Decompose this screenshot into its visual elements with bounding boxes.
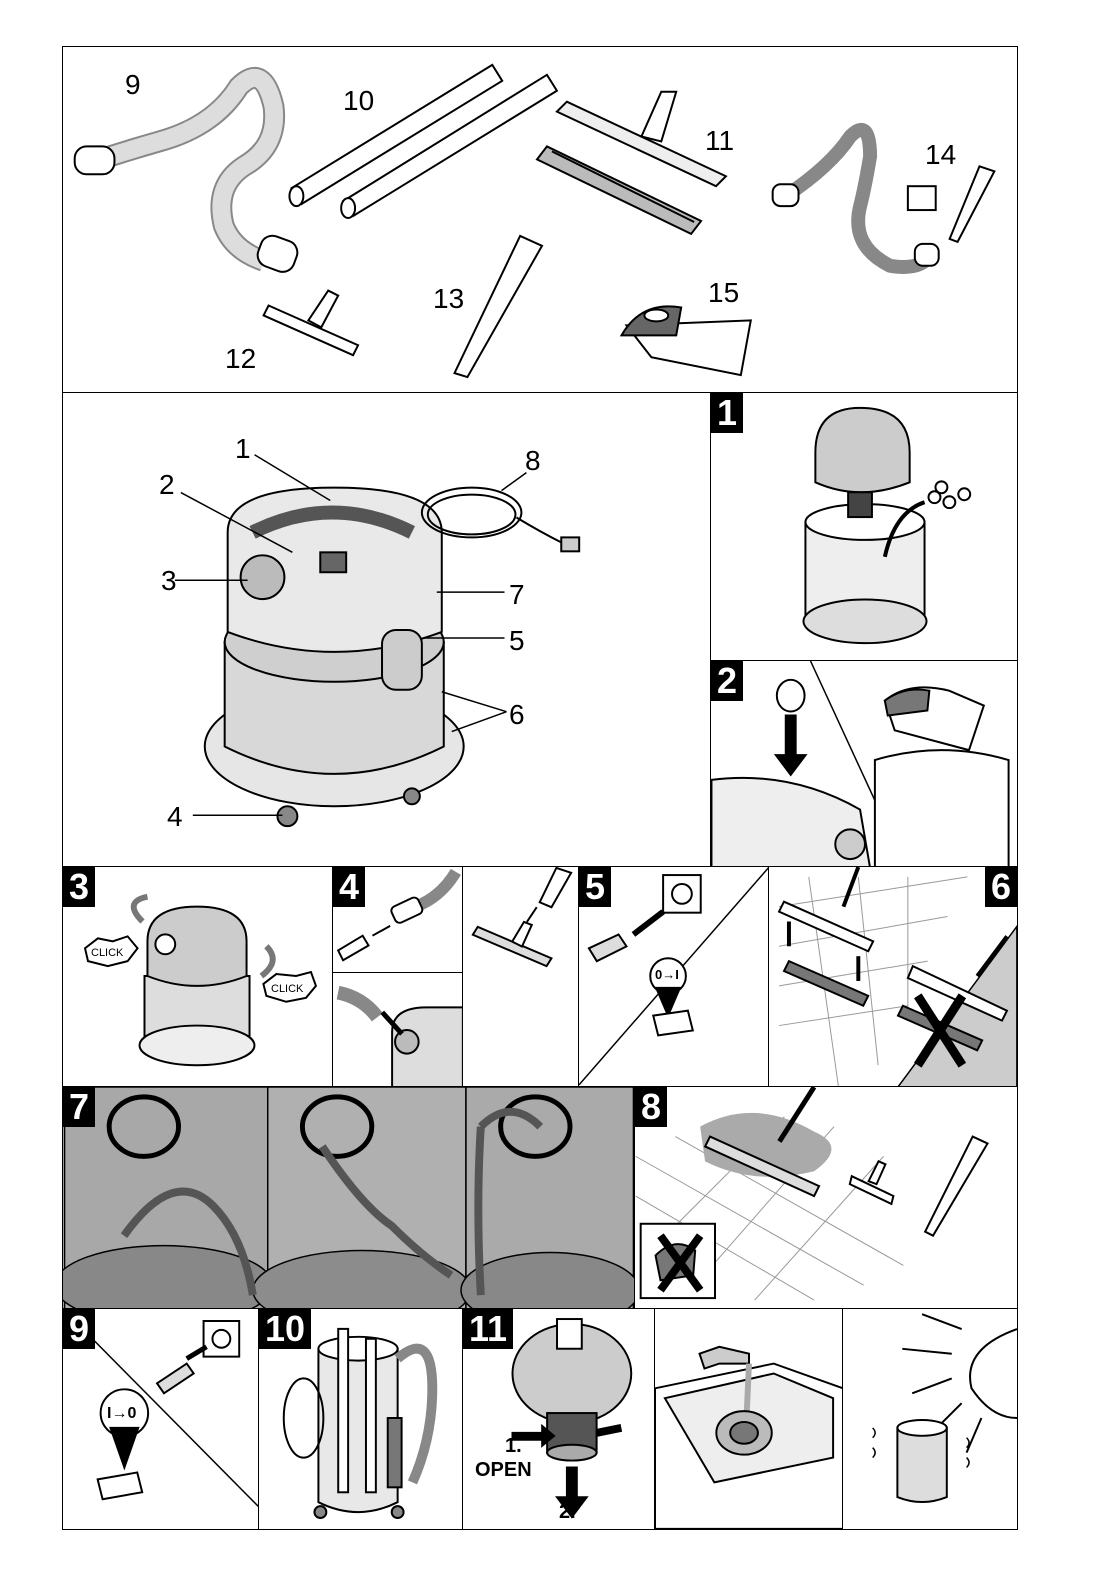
step-number-1: 1 (711, 393, 743, 433)
floor-nozzle-icon (537, 92, 726, 234)
filter-bag-icon (622, 306, 751, 375)
label-accessory-12: 12 (225, 343, 256, 375)
wet-vacuuming-illustration (635, 1087, 1017, 1309)
step-9-panel: I→0 9 (62, 1308, 260, 1530)
unpack-illustration (711, 393, 1017, 661)
overview-panel: 1 2 3 4 5 6 7 8 (62, 392, 712, 868)
vacuum-cleaner-icon (205, 488, 464, 827)
switch-off-label: I→0 (107, 1405, 136, 1423)
step-1-panel: 1 (710, 392, 1018, 662)
step-number-2: 2 (711, 661, 743, 701)
label-part-2: 2 (159, 469, 175, 501)
label-accessory-15: 15 (708, 277, 739, 309)
accessories-panel: 9 10 11 12 13 14 15 (62, 46, 1018, 394)
open-label: OPEN (475, 1459, 532, 1482)
dry-filter-illustration (843, 1309, 1017, 1529)
label-part-1: 1 (235, 433, 251, 465)
rinse-filter-illustration (655, 1309, 843, 1529)
accessory-set-icon (773, 130, 995, 267)
label-accessory-11: 11 (705, 125, 734, 157)
label-part-5: 5 (509, 625, 525, 657)
accessories-illustration (63, 47, 1017, 393)
step-6-panel: 6 (768, 866, 1018, 1088)
label-accessory-9: 9 (125, 69, 141, 101)
step-number-7: 7 (63, 1087, 95, 1127)
label-part-3: 3 (161, 565, 177, 597)
attach-nozzle-illustration (463, 867, 579, 1087)
step-11-panel: 1. OPEN 2. 11 (462, 1308, 656, 1530)
insert-hose-illustration (333, 973, 463, 1087)
click-label-right: CLICK (271, 983, 303, 995)
step-4-nozzle-panel (462, 866, 580, 1088)
step-7-panel: 7 (62, 1086, 636, 1310)
step-11-rinse-panel (654, 1308, 844, 1530)
suction-hose-icon (75, 78, 301, 275)
label-part-7: 7 (509, 579, 525, 611)
step-4-bottom-panel (332, 972, 464, 1088)
label-accessory-13: 13 (433, 283, 464, 315)
open-step-number: 1. (505, 1435, 522, 1458)
step-5-panel: 0→I 5 (578, 866, 770, 1088)
vacuum-overview-illustration (63, 393, 711, 867)
step-number-10: 10 (259, 1309, 311, 1349)
switch-on-label: 0→I (655, 967, 679, 982)
step-10-panel: 10 (258, 1308, 464, 1530)
step-number-4: 4 (333, 867, 365, 907)
label-accessory-10: 10 (343, 85, 374, 117)
label-part-8: 8 (525, 445, 541, 477)
step-number-3: 3 (63, 867, 95, 907)
floor-insert-illustration (769, 867, 1017, 1087)
latch-illustration (63, 867, 333, 1087)
step-4-top-panel: 4 (332, 866, 464, 974)
manual-sheet: 9 10 11 12 13 14 15 (62, 46, 1018, 1530)
crevice-nozzle-icon (454, 236, 541, 377)
step-number-9: 9 (63, 1309, 95, 1349)
step-2-panel: 2 (710, 660, 1018, 868)
car-cleaning-illustration (63, 1087, 635, 1309)
step-3-panel: CLICK CLICK 3 (62, 866, 334, 1088)
step-11-dry-panel (842, 1308, 1018, 1530)
step-number-6: 6 (985, 867, 1017, 907)
step-number-5: 5 (579, 867, 611, 907)
label-accessory-14: 14 (925, 139, 956, 171)
install-bag-illustration (711, 661, 1017, 867)
label-part-6: 6 (509, 699, 525, 731)
step-8-panel: 8 (634, 1086, 1018, 1310)
click-label-left: CLICK (91, 947, 123, 959)
suction-tubes-icon (289, 65, 556, 218)
step-number-8: 8 (635, 1087, 667, 1127)
label-part-4: 4 (167, 801, 183, 833)
power-cord-icon (422, 488, 579, 552)
pull-step-number: 2. (559, 1501, 576, 1524)
utility-nozzle-icon (264, 291, 358, 356)
step-number-11: 11 (463, 1309, 513, 1349)
